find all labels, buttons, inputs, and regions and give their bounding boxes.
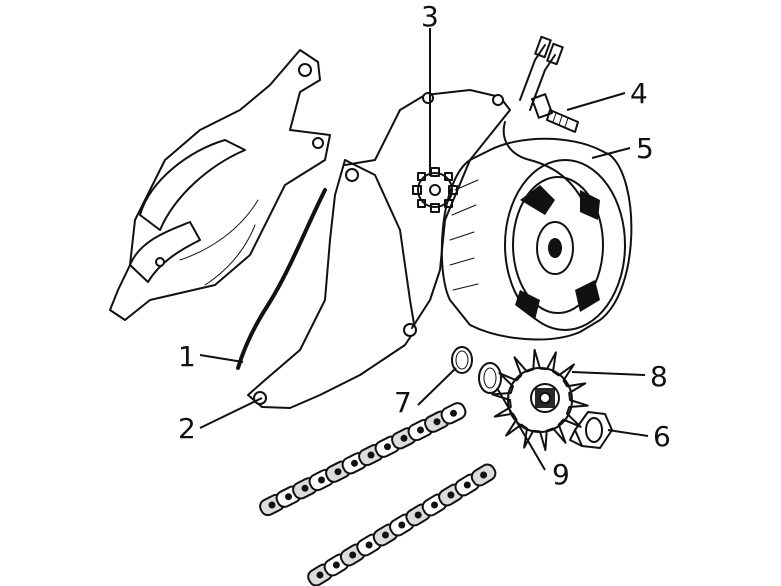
part-9-washer [478, 362, 502, 394]
leader-5 [591, 147, 631, 159]
chain-pin [398, 521, 406, 529]
chain-pin [367, 451, 375, 459]
chain-pin [382, 531, 389, 539]
part-7-circlip [451, 346, 473, 374]
part-2-cover-gasket [247, 159, 417, 409]
chain-pin [365, 541, 373, 549]
callout-2: 2 [178, 412, 196, 445]
chain-pin [433, 418, 441, 426]
chain-pin [316, 571, 324, 579]
chain-pin [400, 434, 408, 442]
callout-numbers: 1 2 3 4 5 6 7 8 9 [178, 0, 671, 491]
chain-pin [450, 409, 457, 417]
part-4-bolt [531, 93, 579, 133]
chain-pin [414, 511, 422, 519]
magneto-wires [519, 35, 564, 111]
callout-6: 6 [653, 420, 671, 453]
leader-2 [199, 397, 263, 429]
chain-pin [463, 481, 471, 489]
chain-pin [351, 459, 358, 467]
chain-pin [417, 426, 424, 434]
chain-pin [447, 491, 455, 499]
callout-8: 8 [650, 360, 668, 393]
leader-1 [199, 354, 244, 363]
leader-6 [607, 429, 649, 437]
part-1-gasket-strip [236, 188, 327, 370]
chain-pin [332, 561, 340, 569]
callout-5: 5 [636, 132, 654, 165]
callout-4: 4 [630, 77, 648, 110]
leader-4 [566, 92, 626, 111]
chain-pin [349, 551, 357, 559]
callout-9: 9 [552, 458, 570, 491]
drive-chain-upper [259, 402, 467, 517]
part-5-magneto-housing [440, 121, 633, 341]
chain-pin [480, 471, 488, 479]
chain-pin [301, 484, 309, 492]
leader-7 [417, 367, 457, 406]
chain-pin [285, 493, 292, 501]
callout-1: 1 [178, 340, 196, 373]
callout-3: 3 [421, 0, 439, 33]
part-6-nut [569, 411, 613, 449]
chain-pin [318, 476, 325, 484]
chain-pin [334, 468, 342, 476]
engine-cover [109, 49, 331, 321]
leader-9 [496, 387, 546, 471]
part-8-sprocket [491, 348, 589, 452]
leader-8 [571, 371, 646, 376]
magneto-gasket-outline [344, 89, 511, 329]
chain-pin [384, 443, 391, 451]
chain-pin [431, 501, 438, 509]
drive-chain-lower [307, 463, 497, 586]
callout-7: 7 [394, 386, 412, 419]
chain-pin [268, 501, 276, 509]
leader-lines [199, 28, 649, 471]
